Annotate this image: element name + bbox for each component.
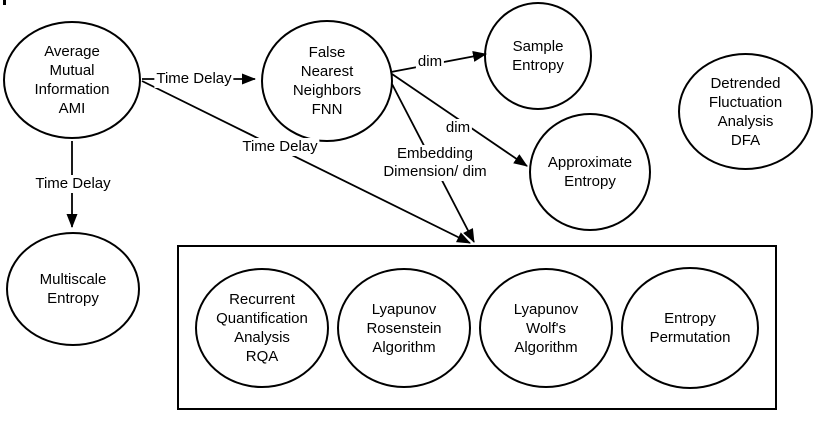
- node-lyapunov-rosenstein: Lyapunov Rosenstein Algorithm: [337, 268, 471, 388]
- edge-label-time-delay-ami-multiscale: Time Delay: [33, 175, 113, 193]
- edge-label-dim-approximate: dim: [443, 119, 473, 137]
- node-approximate-entropy: Approximate Entropy: [529, 113, 651, 231]
- node-average-mutual-information: Average Mutual Information AMI: [3, 21, 141, 139]
- edge-label-time-delay-ami-fnn: Time Delay: [154, 70, 234, 88]
- node-recurrent-quantification-analysis: Recurrent Quantification Analysis RQA: [195, 268, 329, 388]
- edge-label-time-delay-ami-box: Time Delay: [240, 138, 320, 156]
- node-false-nearest-neighbors: False Nearest Neighbors FNN: [261, 20, 393, 142]
- edge-label-dim-sample: dim: [415, 53, 445, 71]
- node-detrended-fluctuation-analysis: Detrended Fluctuation Analysis DFA: [678, 53, 813, 170]
- node-entropy-permutation: Entropy Permutation: [621, 267, 759, 389]
- scan-artifact: [3, 0, 6, 5]
- edge-label-embedding-dimension: Embedding Dimension/ dim: [381, 145, 489, 181]
- node-multiscale-entropy: Multiscale Entropy: [6, 232, 140, 346]
- node-lyapunov-wolfs: Lyapunov Wolf's Algorithm: [479, 268, 613, 388]
- node-sample-entropy: Sample Entropy: [484, 2, 592, 110]
